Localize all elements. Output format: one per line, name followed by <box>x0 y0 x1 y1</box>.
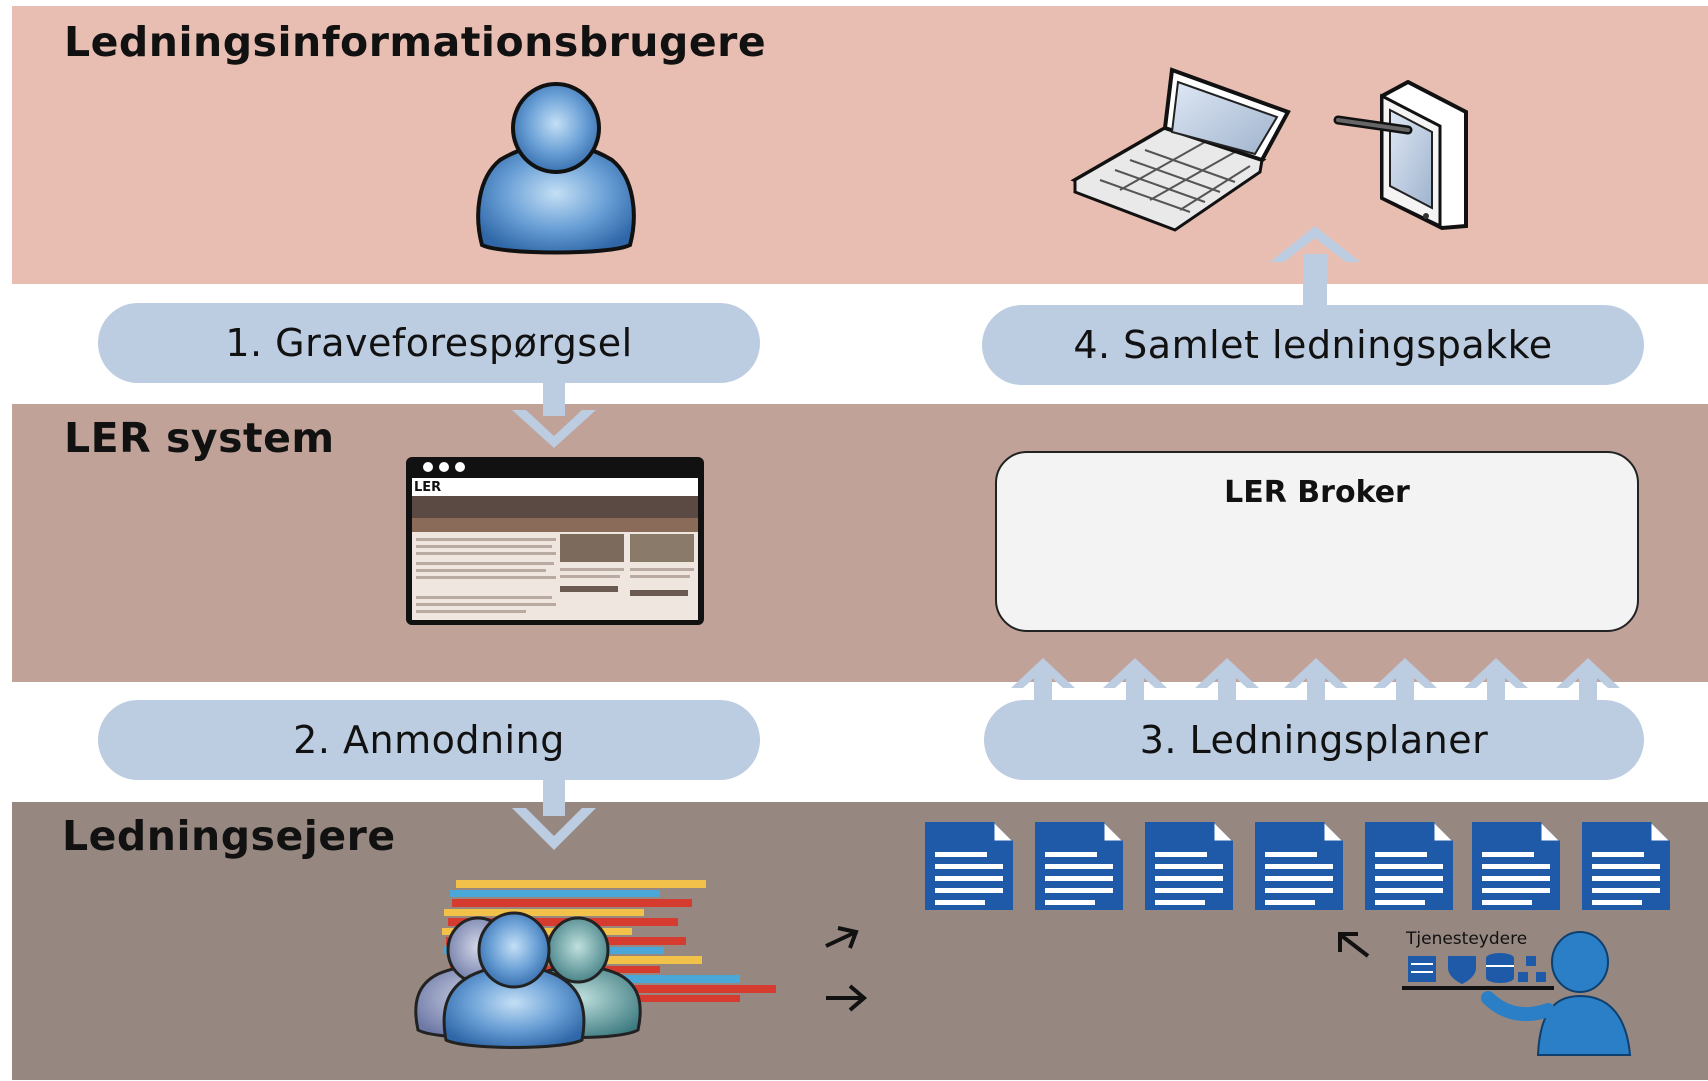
ler-website-thumbnail <box>406 457 704 625</box>
user-person-icon <box>476 82 636 255</box>
ler-logo: LER <box>414 480 442 495</box>
step-3-pill: 3. Ledningsplaner <box>984 700 1644 780</box>
document-icon <box>1470 820 1562 912</box>
band-title-users: Ledningsinformationsbrugere <box>64 18 767 66</box>
broker-title: LER Broker <box>1224 475 1410 510</box>
arrow-down-1 <box>512 380 596 448</box>
document-icon <box>1033 820 1125 912</box>
step-1-pill: 1. Graveforespørgsel <box>98 303 760 383</box>
owners-group-icon <box>414 911 642 1049</box>
service-provider-icon <box>1402 931 1632 1056</box>
step-2-pill: 2. Anmodning <box>98 700 760 780</box>
document-icon <box>923 820 1015 912</box>
small-arrows-icon <box>825 926 868 1012</box>
document-row <box>923 820 1672 912</box>
document-icon <box>1363 820 1455 912</box>
laptop-icon <box>1070 67 1291 232</box>
arrow-down-2 <box>512 778 596 850</box>
arrow-up-4 <box>1270 226 1360 310</box>
ler-broker-box: LER Broker <box>995 451 1639 632</box>
tablet-icon <box>1333 79 1468 231</box>
document-icon <box>1143 820 1235 912</box>
step-4-pill: 4. Samlet ledningspakke <box>982 305 1644 385</box>
band-title-owners: Ledningsejere <box>62 812 396 860</box>
service-provider-label: Tjenesteydere <box>1406 929 1528 949</box>
document-icon <box>1580 820 1672 912</box>
band-title-ler-system: LER system <box>64 414 335 462</box>
document-icon <box>1253 820 1345 912</box>
service-provider-arrow-icon <box>1338 932 1370 958</box>
